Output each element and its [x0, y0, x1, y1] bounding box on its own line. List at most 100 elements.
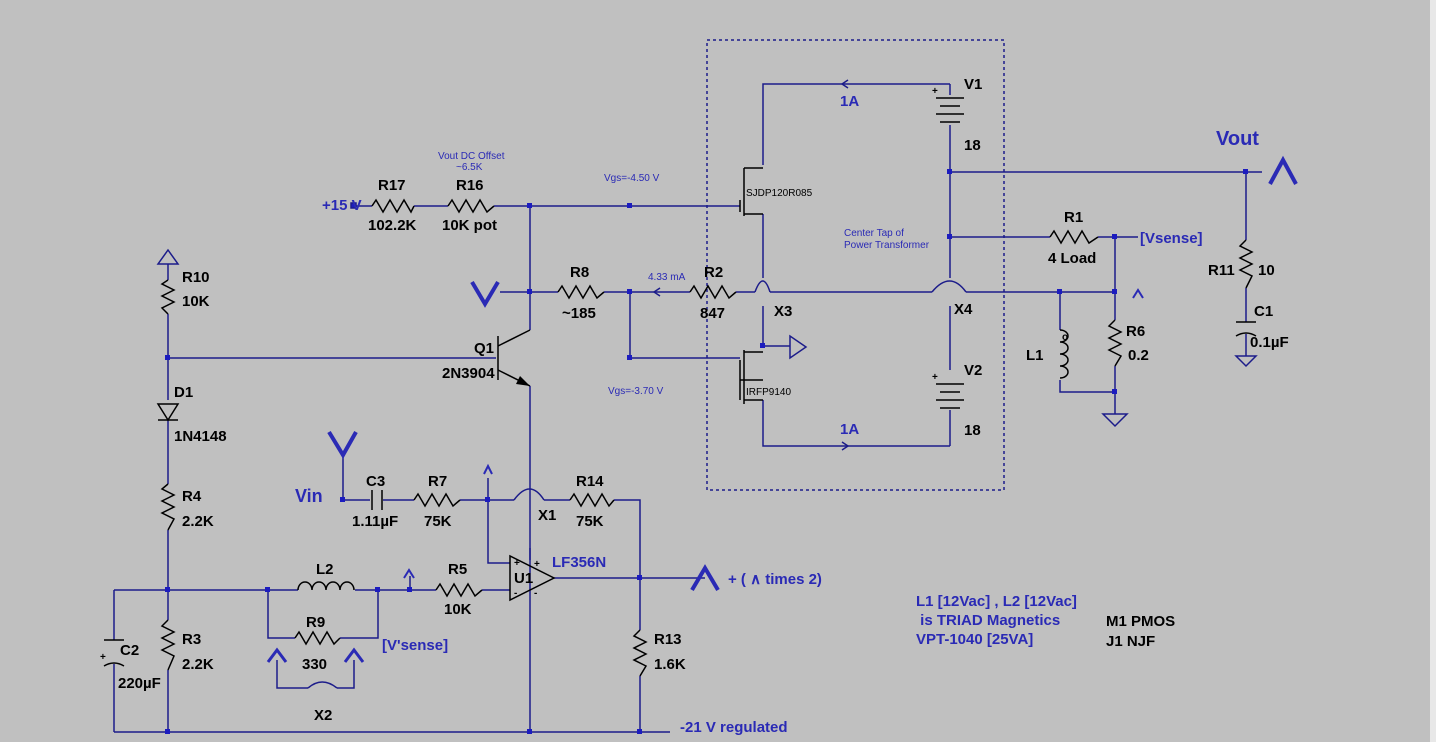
caret-vsense-node [1132, 288, 1144, 299]
x4-ref: X4 [954, 301, 973, 318]
note-line-3: VPT-1040 [25VA] [916, 631, 1033, 648]
r8-ref: R8 [570, 264, 589, 281]
j1-value: IRFP9140 [746, 387, 791, 398]
x3-hop [754, 280, 771, 293]
svg-text:+: + [534, 559, 540, 570]
r6-ref: R6 [1126, 323, 1145, 340]
v2-symbol: + [932, 372, 964, 409]
m1-value: SJDP120R085 [746, 188, 813, 199]
x1-ref: X1 [538, 507, 556, 524]
c3-value: 1.11µF [352, 513, 398, 530]
note-line-1: L1 [12Vac] , L2 [12Vac] [916, 593, 1077, 610]
r14-ref: R14 [576, 473, 604, 490]
r16-ref: R16 [456, 177, 484, 194]
r1-ref: R1 [1064, 209, 1083, 226]
r2-current-annotation: 4.33 mA [648, 272, 686, 283]
junctions [165, 169, 1248, 734]
r17-value: 102.2K [368, 217, 417, 234]
svg-text:o: o [1062, 332, 1068, 343]
r13-symbol [632, 629, 648, 677]
caret-x1-node [483, 463, 493, 475]
r10-ref: R10 [182, 269, 210, 286]
minus21-net: -21 V regulated [680, 719, 788, 736]
vin-net: Vin [295, 486, 323, 506]
c1-ref: C1 [1254, 303, 1273, 320]
r11-ref: R11 [1208, 262, 1235, 279]
q1-value: 2N3904 [442, 365, 495, 382]
ground-triangle-j1 [789, 334, 808, 360]
v-port-marker-1 [470, 280, 500, 308]
q1-ref: Q1 [474, 340, 494, 357]
r2-symbol [689, 284, 737, 300]
r7-value: 75K [424, 513, 452, 530]
r16-value: 10K pot [442, 217, 497, 234]
r11-value: 10 [1258, 262, 1275, 279]
vgs-top-annotation: Vgs=-4.50 V [604, 173, 660, 184]
r3-value: 2.2K [182, 656, 214, 673]
r11-symbol [1238, 239, 1254, 289]
r2-value: 847 [700, 305, 725, 322]
svg-text:+: + [932, 86, 938, 97]
l2-ref: L2 [316, 561, 334, 578]
r6-symbol [1107, 319, 1123, 367]
v-port-marker-vin [327, 430, 358, 459]
scrollbar[interactable] [1430, 0, 1436, 742]
vout-port-caret [1268, 155, 1298, 185]
center-tap-note-2: Power Transformer [844, 240, 930, 251]
u1-ref: U1 [514, 570, 533, 587]
r16-note-2: ~6.5K [456, 162, 483, 173]
output-expression: + ( ∧ times 2) [728, 571, 822, 588]
svg-text:+: + [932, 372, 938, 383]
r16-symbol [447, 198, 495, 214]
d1-value: 1N4148 [174, 428, 227, 445]
c3-ref: C3 [366, 473, 385, 490]
r1-value: 4 Load [1048, 250, 1096, 267]
r17-symbol [371, 198, 415, 214]
r8-value: ~185 [562, 305, 596, 322]
r7-symbol [413, 492, 461, 508]
wires [113, 83, 1262, 733]
vout-net: Vout [1216, 128, 1259, 150]
vgs-bottom-annotation: Vgs=-3.70 V [608, 386, 664, 397]
v2-ref: V2 [964, 362, 982, 379]
current-top-label: 1A [840, 93, 859, 110]
r3-symbol [160, 619, 176, 671]
labels: R17 102.2K R16 10K pot Vout DC Offset ~6… [118, 76, 1289, 736]
r4-ref: R4 [182, 488, 202, 505]
r10-value: 10K [182, 293, 210, 310]
r10-symbol [160, 279, 176, 315]
caret-x2-left [266, 647, 288, 663]
svg-text:-: - [514, 588, 517, 599]
r14-symbol [569, 492, 615, 508]
v1-symbol: + [932, 86, 964, 123]
r9-ref: R9 [306, 614, 325, 631]
vprime-sense-net: [V'sense] [382, 637, 448, 654]
model-line-2: J1 NJF [1106, 633, 1155, 650]
d1-ref: D1 [174, 384, 193, 401]
r4-symbol [160, 483, 176, 531]
note-line-2: is TRIAD Magnetics [916, 612, 1060, 629]
r6-value: 0.2 [1128, 347, 1149, 364]
r16-note-1: Vout DC Offset [438, 151, 505, 162]
current-arrow-top [840, 79, 849, 89]
l2-symbol [297, 581, 355, 591]
caret-x2-right [343, 647, 365, 663]
r17-ref: R17 [378, 177, 406, 194]
r13-ref: R13 [654, 631, 682, 648]
r3-ref: R3 [182, 631, 201, 648]
r10-supply-flag [156, 248, 180, 265]
c1-value: 0.1µF [1250, 334, 1289, 351]
vsense-net: [Vsense] [1140, 230, 1203, 247]
r14-value: 75K [576, 513, 604, 530]
r9-symbol [294, 630, 341, 646]
caret-l2-node [403, 568, 415, 579]
l1-symbol [1059, 329, 1069, 379]
c2-value: 220µF [118, 675, 161, 692]
model-line-1: M1 PMOS [1106, 613, 1175, 630]
u1-symbol [509, 554, 556, 602]
plus15-net: +15 V [322, 197, 362, 214]
r5-value: 10K [444, 601, 472, 618]
power-stage-box [706, 39, 1005, 491]
svg-text:-: - [534, 588, 537, 599]
r4-value: 2.2K [182, 513, 214, 530]
